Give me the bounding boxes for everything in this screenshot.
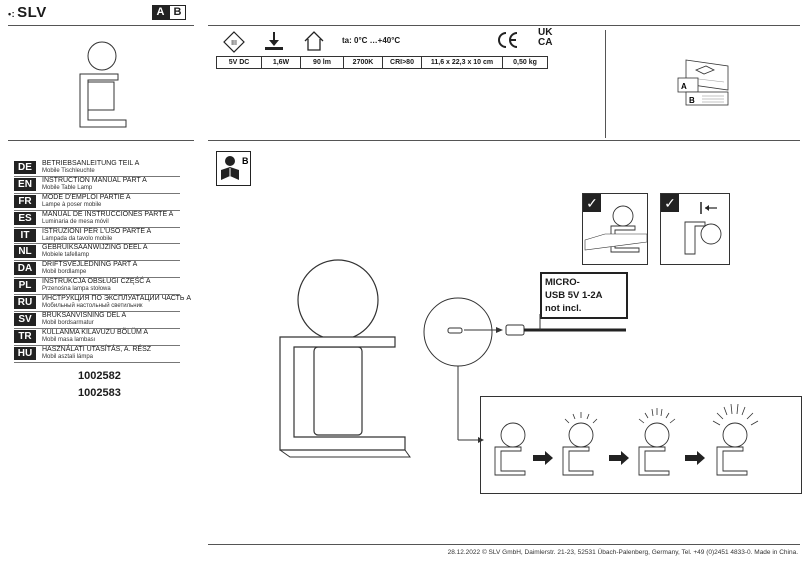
lamp-illustration [279,259,411,458]
part-b-badge: B [169,5,186,20]
part-badge: A B [152,5,186,20]
header-rule-left [8,25,194,26]
spec-voltage: 5V DC [217,57,262,68]
svg-text:B: B [242,156,249,166]
spec-dimensions: 11,6 x 22,3 x 10 cm [422,57,503,68]
lamp-stage-mid [638,408,676,476]
usage-box-table: ✓ [582,193,648,265]
part-b-reading-icon: B [216,151,251,186]
brand-logo: •:SLV [8,4,47,21]
charging-note: MICRO- USB 5V 1-2A not incl. [540,272,628,319]
section-rule-left [8,140,194,141]
svg-text:III: III [231,40,237,47]
spec-color-temp: 2700K [344,57,383,68]
spec-cri: CRI>80 [383,57,422,68]
lamp-stage-low [562,412,598,476]
manual-book-icon: A B [677,59,729,106]
lamp-stage-off [494,422,526,476]
article-number: 1002583 [78,387,121,399]
product-sketch-small [79,41,127,128]
usage-box-wall: ✓ [660,193,730,265]
ambient-temperature: ta: 0°C …+40°C [342,36,401,45]
spec-power: 1,6W [262,57,301,68]
header-divider [605,30,606,138]
footer-text: 28.12.2022 © SLV GmbH, Daimlerstr. 21-23… [447,549,798,556]
lamp-stage-high [712,403,759,476]
svg-text:A: A [681,82,687,91]
surface-mount-icon [265,32,283,50]
indoor-use-icon [304,31,324,51]
check-icon: ✓ [661,194,679,212]
part-a-badge: A [152,5,169,20]
section-rule-right [208,140,800,141]
spec-lumen: 90 lm [301,57,344,68]
header-rule-right [208,25,800,26]
spec-table: 5V DC 1,6W 90 lm 2700K CRI>80 11,6 x 22,… [216,56,548,69]
svg-text:B: B [689,96,695,105]
footer-rule [208,544,800,545]
usb-port-detail [423,297,626,443]
check-icon: ✓ [583,194,601,212]
spec-weight: 0,50 kg [513,59,537,66]
protection-class-icon: III [223,31,245,53]
dimming-sequence [480,396,802,494]
ce-mark-icon [498,32,518,48]
article-number: 1002582 [78,370,121,382]
